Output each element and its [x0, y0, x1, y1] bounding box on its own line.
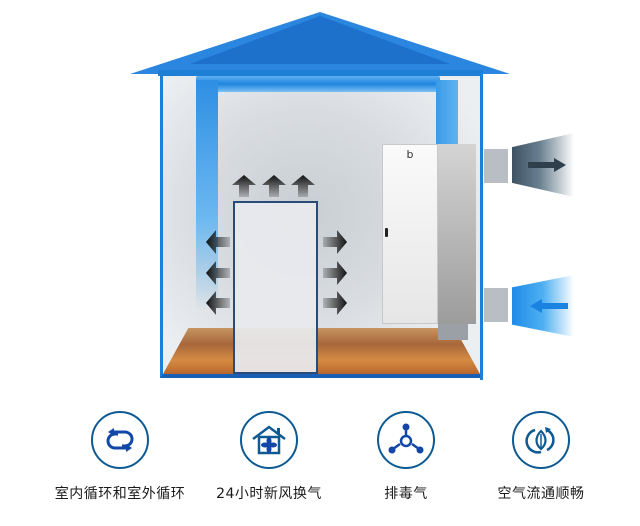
unit-logo-icon: b	[406, 148, 414, 161]
feature-detox: 排毒气	[331, 411, 481, 503]
circle-badge	[240, 411, 298, 469]
ventilation-unit	[382, 144, 438, 324]
unit-handle	[385, 228, 388, 237]
leaf-cycle-icon	[525, 427, 555, 454]
roof	[130, 12, 510, 76]
feature-label: 室内循环和室外循环	[54, 486, 186, 502]
ceiling-air-duct	[196, 76, 440, 92]
house-right-wall	[480, 70, 483, 380]
feature-circulation: 室内循环和室外循环	[45, 411, 195, 503]
arrow-up-icon	[232, 175, 256, 197]
intake-arrow-left-icon	[530, 299, 568, 313]
feature-label: 空气流通顺畅	[497, 486, 585, 502]
wood-floor	[163, 328, 480, 374]
door	[233, 201, 318, 374]
ventilation-unit-side	[436, 144, 476, 324]
feature-label: 24小时新风换气	[216, 486, 322, 502]
right-air-duct	[436, 80, 458, 150]
arrow-left-icon	[206, 230, 230, 254]
molecule-icon	[388, 423, 424, 454]
feature-fresh-air: 24小时新风换气	[194, 411, 344, 503]
feature-label: 排毒气	[384, 486, 428, 502]
circle-badge	[377, 411, 435, 469]
cycle-arrows-icon	[106, 428, 134, 452]
exhaust-arrow-right-icon	[528, 158, 566, 172]
unit-support	[438, 322, 468, 340]
circle-badge	[512, 411, 570, 469]
feature-smooth-airflow: 空气流通顺畅	[466, 411, 616, 503]
arrow-up-icon	[291, 175, 315, 197]
arrow-right-icon	[323, 291, 347, 315]
arrow-left-icon	[206, 291, 230, 315]
exhaust-pipe	[484, 149, 508, 183]
arrow-up-icon	[262, 175, 286, 197]
arrow-right-icon	[323, 261, 347, 285]
left-air-duct	[196, 80, 218, 310]
intake-pipe	[484, 288, 508, 322]
circle-badge	[91, 411, 149, 469]
house-fan-icon	[252, 425, 286, 455]
arrow-right-icon	[323, 230, 347, 254]
arrow-left-icon	[206, 261, 230, 285]
